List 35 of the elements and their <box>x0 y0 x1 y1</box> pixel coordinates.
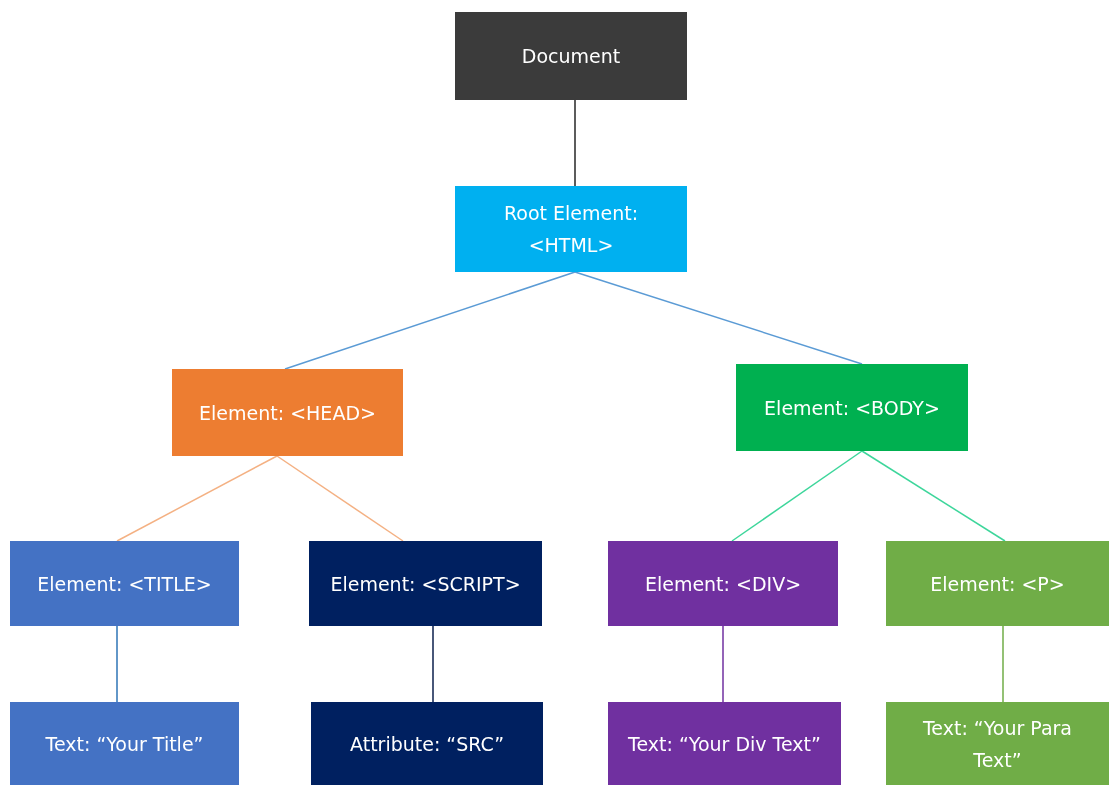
tree-node-box <box>455 12 687 100</box>
connector-line <box>722 625 724 703</box>
connector-line <box>574 99 576 187</box>
connector-line <box>276 455 404 542</box>
node-label: Element: <BODY> <box>764 395 940 421</box>
connector-line <box>116 625 118 703</box>
tree-node-box <box>608 541 838 626</box>
connector-line <box>432 625 434 703</box>
tree-node-box <box>455 186 687 272</box>
connector-line <box>861 450 1006 542</box>
node-label: Element: <DIV> <box>644 571 802 597</box>
node-label: Element: <SCRIPT> <box>330 571 521 597</box>
node-label: Element: <P> <box>930 571 1065 597</box>
node-label: Attribute: “SRC” <box>350 731 504 757</box>
tree-node-box <box>608 702 841 785</box>
node-label: Element: <TITLE> <box>37 571 212 597</box>
connector-line <box>574 271 863 365</box>
connector-line <box>284 271 576 370</box>
node-label: Document <box>521 44 621 69</box>
tree-node-box <box>10 702 239 785</box>
connector-line <box>731 450 863 542</box>
node-label: Element: <HEAD> <box>199 400 376 426</box>
tree-node-box <box>886 702 1109 785</box>
tree-node-box <box>10 541 239 626</box>
connector-line <box>116 455 278 542</box>
node-label: Text: “Your Div Text” <box>628 731 821 757</box>
connector-line <box>1002 625 1004 703</box>
tree-node-box <box>886 541 1109 626</box>
tree-node-box <box>172 369 403 456</box>
node-label: Text: “Your Para Text” <box>922 715 1073 773</box>
tree-node-box <box>311 702 543 785</box>
node-label: Root Element: <HTML> <box>502 201 640 258</box>
node-label: Text: “Your Title” <box>45 731 204 757</box>
tree-node-box <box>736 364 968 451</box>
tree-node-box <box>309 541 542 626</box>
